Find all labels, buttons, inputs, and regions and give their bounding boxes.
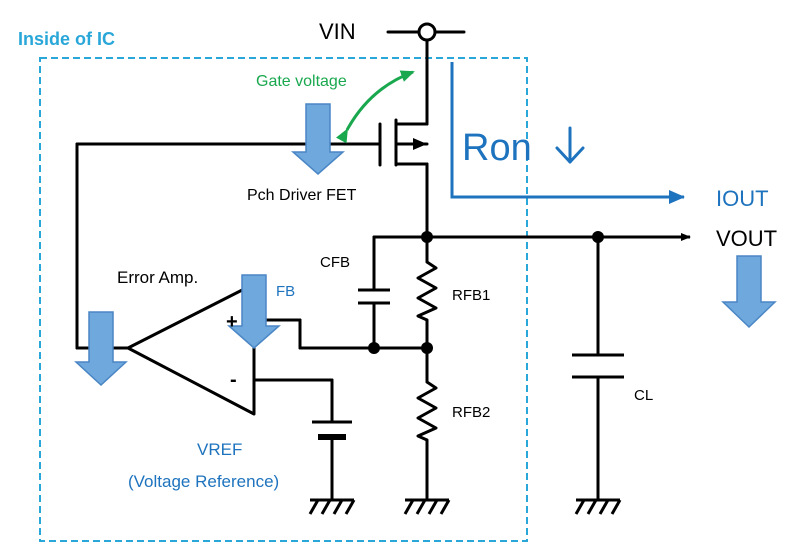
- vin-terminal: [417, 22, 437, 42]
- vin-label: VIN: [319, 19, 356, 44]
- fet-arrow: [413, 138, 427, 150]
- vout-down-arrow-icon: [721, 255, 777, 329]
- plus-input-label: +: [226, 311, 238, 333]
- vout-label: VOUT: [716, 226, 777, 251]
- ground-icon: [574, 498, 622, 515]
- ground-icon: [308, 498, 356, 515]
- vref-sub-label: (Voltage Reference): [128, 472, 279, 491]
- inside-ic-label: Inside of IC: [18, 29, 115, 49]
- fb-down-arrow-icon: [227, 274, 281, 349]
- block-down-arrows: [74, 103, 777, 387]
- ground-icon: [403, 498, 451, 515]
- ron-label: Ron: [462, 127, 532, 169]
- gate-down-arrow-icon: [291, 103, 345, 175]
- junction-dots: [368, 231, 604, 354]
- ground-symbols: [308, 498, 622, 515]
- minus-input-label: -: [230, 369, 237, 391]
- error-amp-label: Error Amp.: [117, 268, 198, 287]
- rfb1-resistor: [416, 260, 438, 322]
- gate-voltage-arc: [335, 70, 415, 144]
- rfb2-label: RFB2: [452, 404, 490, 421]
- iout-current-arrow: [450, 62, 685, 204]
- vref-plate-short: [318, 434, 346, 440]
- error-amp-triangle: [126, 282, 256, 416]
- rfb2-resistor: [416, 380, 438, 442]
- pch-fet-label: Pch Driver FET: [247, 187, 357, 204]
- fb-label: FB: [276, 283, 295, 300]
- rfb1-label: RFB1: [452, 287, 490, 304]
- iout-label: IOUT: [716, 186, 769, 211]
- down-arrow-icon: [555, 126, 585, 164]
- vref-label: VREF: [197, 440, 242, 459]
- ic-boundary: [39, 57, 528, 542]
- amp-output-down-arrow-icon: [74, 311, 128, 387]
- cl-label: CL: [634, 387, 653, 404]
- wires: [75, 30, 682, 502]
- gate-voltage-label: Gate voltage: [256, 73, 347, 90]
- cfb-label: CFB: [320, 254, 350, 271]
